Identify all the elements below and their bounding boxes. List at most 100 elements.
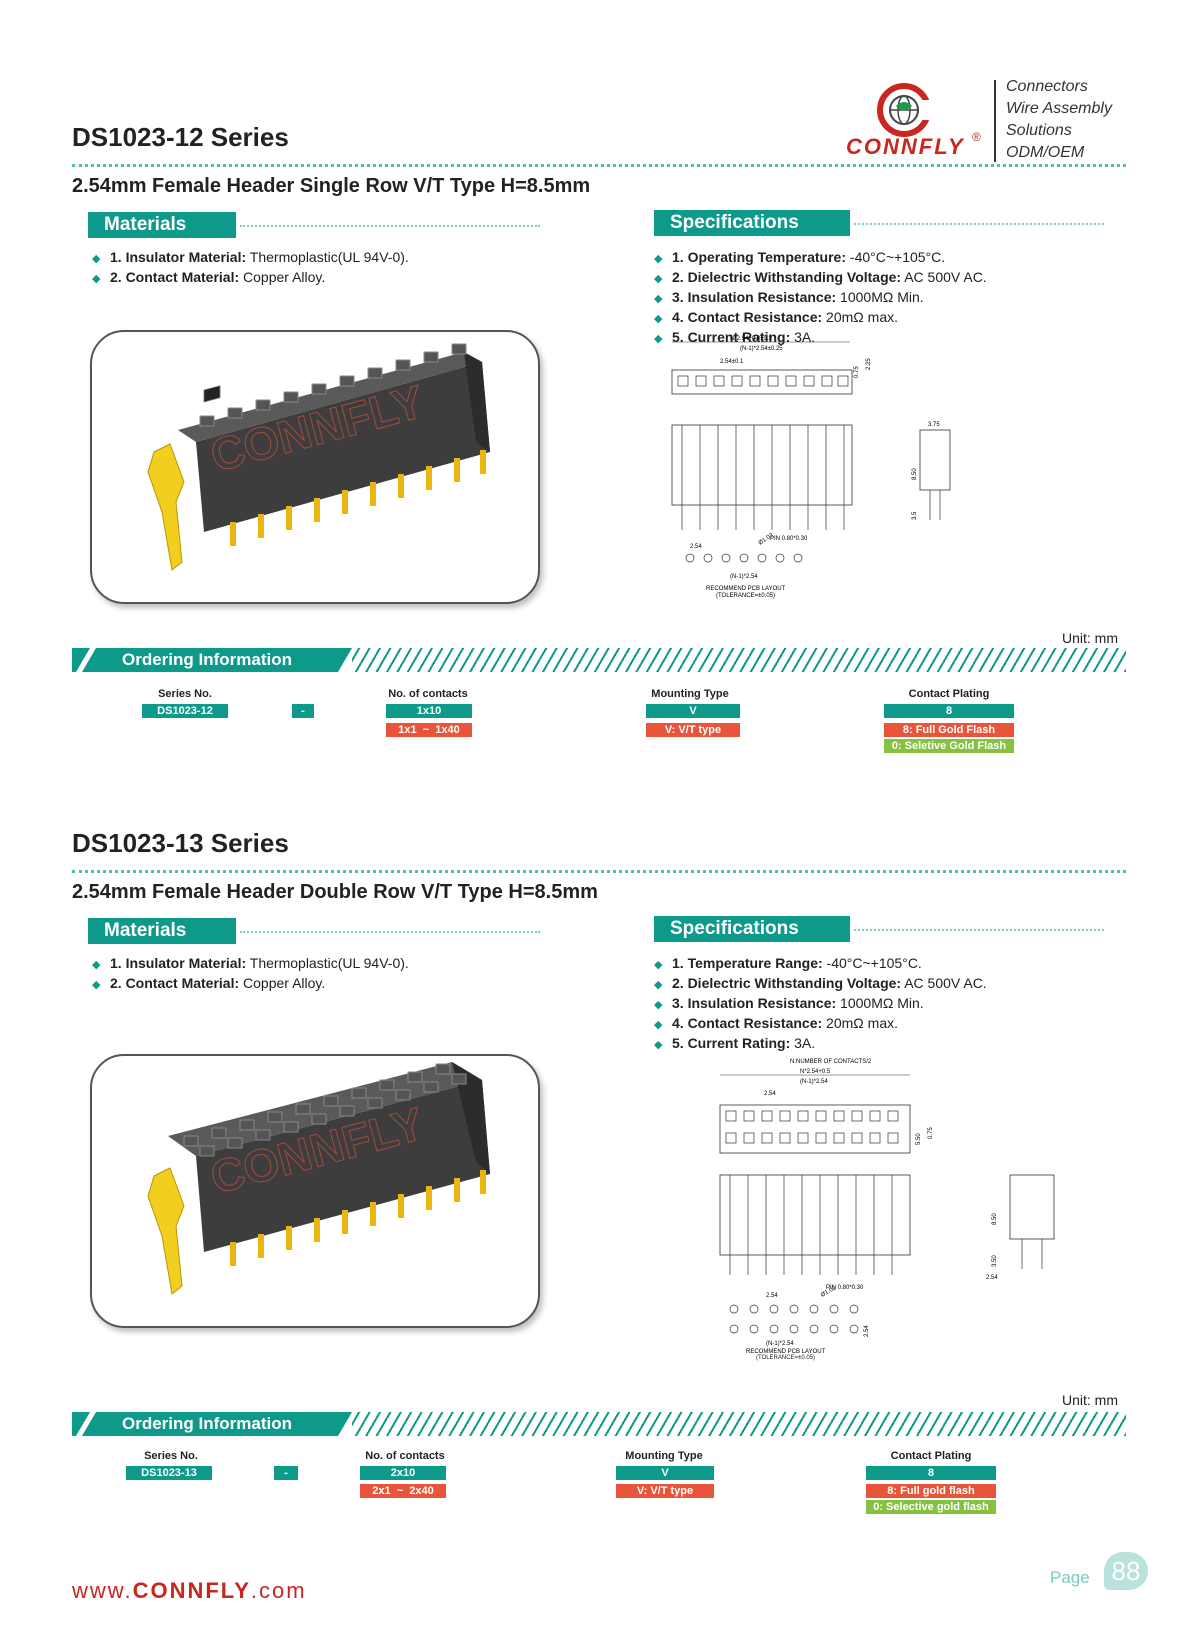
bullet-diamond-icon: ◆ <box>654 253 663 265</box>
tagline-line: Solutions <box>1006 122 1072 139</box>
pcb-span: (N-1)*2.54 <box>766 1341 794 1347</box>
dimension-drawing-double: N:NUMBER OF CONTACTS/2 N*2.54+0.5 (N-1)*… <box>719 1059 1055 1355</box>
materials-item-value: Copper Alloy. <box>239 269 326 285</box>
plating-option: 8: Full gold flash <box>866 1484 996 1498</box>
spec-item-label: 4. Contact Resistance: <box>672 309 823 325</box>
specifications-heading-dots <box>854 929 1104 931</box>
tagline-line: Wire Assembly <box>1006 100 1112 117</box>
materials-list: ◆1. Insulator Material: Thermoplastic(UL… <box>92 954 409 994</box>
mounting-heading: Mounting Type <box>651 688 729 700</box>
specifications-list: ◆1. Temperature Range: -40°C~+105°C. ◆2.… <box>654 954 987 1054</box>
technical-drawing: N:NUMBER OF CONTACTS/2 N*2.54+0.5 (N-1)*… <box>710 1055 1080 1361</box>
ordering-bar: Ordering Information <box>72 648 1126 672</box>
materials-list: ◆ 1. Insulator Material: Thermoplastic(UL… <box>92 248 409 288</box>
bullet-diamond-icon: ◆ <box>92 273 101 285</box>
specifications-heading: Specifications <box>654 916 850 942</box>
plating-option: 0: Selective gold flash <box>866 1500 996 1514</box>
dim-h1: 0.75 <box>854 366 860 378</box>
dim-total: N*2.54+0.8±0.3 <box>730 336 772 342</box>
bullet-diamond-icon: ◆ <box>654 333 663 345</box>
spec-item-label: 1. Temperature Range: <box>672 955 823 971</box>
mounting-desc: V: V/T type <box>616 1484 714 1498</box>
technical-drawing: N*2.54+0.8±0.3 (N-1)*2.54±0.25 2.54±0.1 … <box>660 330 990 600</box>
pcb-pitch: 2.54 <box>690 544 702 550</box>
bullet-diamond-icon: ◆ <box>654 273 663 285</box>
dim-height: 8.50 <box>992 1213 998 1225</box>
spec-item: ◆3. Insulation Resistance: 1000MΩ Min. <box>654 994 987 1014</box>
dim-h2: 2.25 <box>866 358 872 370</box>
materials-item-value: Thermoplastic(UL 94V-0). <box>246 249 409 265</box>
logo-wordmark: CONNFLY <box>846 134 965 159</box>
spec-item: ◆3. Insulation Resistance: 1000MΩ Min. <box>654 288 987 308</box>
mounting-heading: Mounting Type <box>625 1450 703 1462</box>
materials-item: ◆ 1. Insulator Material: Thermoplastic(UL… <box>92 248 409 268</box>
spec-item-label: 4. Contact Resistance: <box>672 1015 823 1031</box>
bullet-diamond-icon: ◆ <box>654 999 663 1011</box>
spec-item-label: 2. Dielectric Withstanding Voltage: <box>672 269 902 285</box>
unit-label: Unit: mm <box>1062 630 1118 646</box>
spec-item-value: -40°C~+105°C. <box>846 249 946 265</box>
pcb-note: RECOMMEND PCB LAYOUT <box>746 1349 826 1355</box>
series-title: DS1023-12 Series <box>72 122 289 152</box>
pcb-row-pitch: 2.54 <box>864 1325 870 1337</box>
spec-item: ◆4. Contact Resistance: 20mΩ max. <box>654 1014 987 1034</box>
ordering-bar: Ordering Information <box>72 1412 1126 1436</box>
plating-option: 8: Full Gold Flash <box>884 723 1014 737</box>
product-photo-frame: CONNFLY <box>90 1054 540 1328</box>
pcb-tolerance: (TOLERANCE=±0.05) <box>716 593 775 599</box>
plating-value: 8 <box>884 704 1014 718</box>
tagline-line: Connectors <box>1006 78 1088 95</box>
ordering-heading: Ordering Information <box>122 1414 292 1433</box>
materials-heading-dots <box>240 225 540 227</box>
ordering-heading: Ordering Information <box>122 650 292 669</box>
registered-mark: ® <box>972 130 981 144</box>
header-double-row-photo: CONNFLY <box>147 1062 490 1295</box>
series-no-value: DS1023-13 <box>126 1466 212 1480</box>
materials-item: ◆2. Contact Material: Copper Alloy. <box>92 974 409 994</box>
spec-item-value: AC 500V AC. <box>901 975 987 991</box>
separator-dash: - <box>274 1466 298 1480</box>
bullet-diamond-icon: ◆ <box>92 979 101 991</box>
ordering-hatch <box>352 648 1126 672</box>
logo-tagline: Connectors Wire Assembly Solutions ODM/O… <box>1006 76 1112 164</box>
footer-website-link[interactable]: www.CONNFLY.com <box>72 1578 307 1604</box>
materials-item-label: 1. Insulator Material: <box>110 249 247 265</box>
url-prefix: www. <box>72 1578 133 1603</box>
contacts-range: 1x1 ~ 1x40 <box>386 723 472 737</box>
page-label: Page <box>1050 1568 1090 1587</box>
ordering-hatch <box>352 1412 1126 1436</box>
spec-item-value: 1000MΩ Min. <box>836 289 924 305</box>
contacts-heading: No. of contacts <box>388 688 468 700</box>
dim-pitch: 2.54±0.1 <box>720 359 744 365</box>
contacts-heading: No. of contacts <box>365 1450 445 1462</box>
materials-item: ◆1. Insulator Material: Thermoplastic(UL… <box>92 954 409 974</box>
plating-heading: Contact Plating <box>908 688 990 700</box>
bullet-diamond-icon: ◆ <box>654 1039 663 1051</box>
series-no-value: DS1023-12 <box>142 704 228 718</box>
title-divider <box>72 164 1126 167</box>
bullet-diamond-icon: ◆ <box>654 1019 663 1031</box>
connfly-logo-icon <box>877 83 940 137</box>
materials-heading-dots <box>240 931 540 933</box>
materials-item: ◆2. Contact Material: Copper Alloy. <box>92 268 409 288</box>
spec-item-value: -40°C~+105°C. <box>822 955 922 971</box>
materials-heading: Materials <box>88 212 236 238</box>
dim-width: 3.75 <box>928 422 940 428</box>
spec-item-value: AC 500V AC. <box>901 269 987 285</box>
dim-h2: 0.75 <box>928 1127 934 1139</box>
spec-item-label: 2. Dielectric Withstanding Voltage: <box>672 975 902 991</box>
spec-item-value: 3A. <box>790 329 816 345</box>
dim-total: N*2.54+0.5 <box>800 1069 831 1075</box>
spec-item-value: 20mΩ max. <box>822 309 898 325</box>
bullet-diamond-icon: ◆ <box>92 253 101 265</box>
spec-item-label: 3. Insulation Resistance: <box>672 995 837 1011</box>
specifications-heading-dots <box>854 223 1104 225</box>
materials-item-value: Copper Alloy. <box>239 975 326 991</box>
series-title: DS1023-13 Series <box>72 828 289 858</box>
pcb-pitch: 2.54 <box>766 1293 778 1299</box>
spec-item: ◆1. Temperature Range: -40°C~+105°C. <box>654 954 987 974</box>
spec-item-label: 1. Operating Temperature: <box>672 249 847 265</box>
pcb-note: RECOMMEND PCB LAYOUT <box>706 586 786 592</box>
series-no-heading: Series No. <box>144 1450 198 1462</box>
ordering-bar-shape <box>72 1412 352 1436</box>
